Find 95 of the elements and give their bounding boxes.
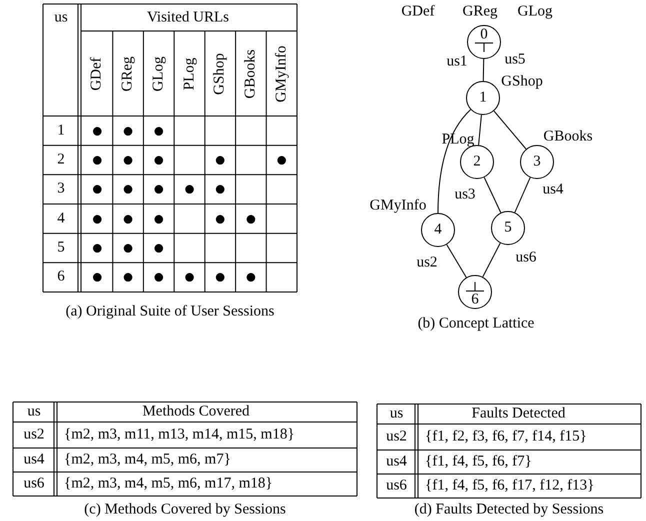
- node-number: 0: [480, 28, 488, 42]
- column-header: PLog: [182, 58, 197, 90]
- row-label: us4: [24, 452, 44, 468]
- lattice-label: GBooks: [543, 130, 593, 144]
- cell-text: {f1, f4, f5, f6, f17, f12, f13}: [425, 478, 594, 494]
- column-header: us: [27, 404, 41, 420]
- dot-mark: ●: [152, 238, 165, 258]
- lattice-label: us2: [416, 256, 438, 270]
- cell-text: {f1, f4, f5, f6, f7}: [425, 454, 532, 470]
- lattice-node: [466, 81, 500, 115]
- dot-mark: ●: [91, 208, 104, 229]
- row-label: us6: [386, 478, 407, 494]
- figure-caption: (d) Faults Detected by Sessions: [414, 502, 604, 518]
- dot-mark: ●: [152, 267, 165, 288]
- lattice-line: [482, 58, 484, 82]
- dot-mark: ●: [152, 208, 165, 229]
- node-number: 2: [473, 154, 481, 170]
- dot-mark: ●: [276, 150, 288, 170]
- dot-mark: ●: [244, 208, 257, 229]
- row-label: 6: [57, 270, 65, 285]
- dot-mark: ●: [214, 150, 226, 170]
- lattice-label: GDef: [401, 4, 435, 20]
- dot-mark: ●: [214, 267, 226, 288]
- lattice-label: us6: [516, 250, 536, 266]
- column-header: GShop: [212, 53, 228, 95]
- dot-mark: ●: [91, 238, 104, 258]
- dot-mark: ●: [152, 150, 165, 170]
- node-number: 6: [471, 292, 479, 308]
- lattice-line: [482, 242, 501, 278]
- cell-text: {m2, m3, m4, m5, m6, m7}: [64, 452, 231, 468]
- column-header: GLog: [151, 56, 166, 92]
- row-label: 1: [57, 123, 65, 138]
- cell-text: {f1, f2, f3, f6, f7, f14, f15}: [425, 430, 587, 444]
- lattice-label: GMyInfo: [370, 198, 426, 214]
- row-label: 3: [57, 182, 65, 197]
- lattice-label: us4: [542, 182, 564, 198]
- lattice-line: [514, 177, 531, 213]
- lattice-line: [438, 109, 472, 214]
- dot-mark: ●: [244, 267, 257, 288]
- column-header: us: [54, 10, 68, 26]
- row-label: 4: [57, 211, 65, 226]
- row-label: us2: [24, 428, 44, 442]
- column-header: GMyInfo: [274, 46, 290, 102]
- lattice-label: us5: [504, 52, 526, 68]
- node-number: 4: [434, 222, 442, 238]
- dot-mark: ●: [152, 179, 165, 200]
- lattice-node: [460, 145, 494, 179]
- node-number: 1: [479, 90, 487, 106]
- lattice-node: [421, 213, 455, 247]
- row-label: us6: [24, 476, 44, 492]
- lattice-line: [446, 244, 467, 278]
- dot-mark: ●: [122, 120, 134, 141]
- column-header: GReg: [120, 56, 136, 92]
- row-label: 5: [57, 240, 65, 256]
- column-header: Visited URLs: [146, 10, 230, 26]
- cell-text: {m2, m3, m11, m13, m14, m15, m18}: [64, 428, 295, 442]
- dot-mark: ●: [122, 238, 134, 258]
- dot-mark: ●: [91, 267, 104, 288]
- row-label: 2: [57, 152, 65, 168]
- lattice-line: [493, 110, 527, 150]
- dot-mark: ●: [152, 120, 165, 141]
- lattice-label: us1: [446, 54, 468, 70]
- lattice-line: [484, 176, 502, 214]
- dot-mark: ●: [214, 208, 226, 229]
- lattice-label: GShop: [501, 74, 543, 90]
- column-header: Methods Covered: [142, 404, 250, 420]
- dot-mark: ●: [91, 150, 104, 170]
- figure-caption: (a) Original Suite of User Sessions: [66, 304, 274, 320]
- lattice-node: [520, 145, 554, 179]
- dot-mark: ●: [122, 267, 134, 288]
- lattice-node: [491, 211, 525, 245]
- dot-mark: ●: [122, 208, 134, 229]
- cell-text: {m2, m3, m4, m5, m6, m17, m18}: [64, 476, 273, 492]
- figure-caption: (c) Methods Covered by Sessions: [84, 502, 286, 518]
- lattice-node: [467, 25, 501, 59]
- dot-mark: ●: [91, 179, 104, 200]
- node-number: 3: [533, 154, 541, 170]
- column-header: GBooks: [243, 49, 258, 99]
- lattice-label: GLog: [518, 4, 552, 20]
- lattice-line: [478, 114, 482, 146]
- dot-mark: ●: [183, 267, 196, 288]
- column-header: us: [390, 406, 404, 422]
- dot-mark: ●: [91, 120, 104, 141]
- dot-mark: ●: [183, 179, 196, 200]
- lattice-label: GReg: [462, 4, 498, 20]
- dot-mark: ●: [122, 179, 134, 200]
- column-header: Faults Detected: [472, 406, 566, 422]
- dot-mark: ●: [214, 179, 226, 200]
- row-label: us4: [386, 454, 407, 470]
- lattice-label: us3: [454, 188, 476, 202]
- row-label: us2: [386, 430, 407, 444]
- column-header: GDef: [90, 57, 105, 91]
- dot-mark: ●: [122, 150, 134, 170]
- node-number: 5: [504, 220, 512, 236]
- lattice-node: [458, 275, 492, 309]
